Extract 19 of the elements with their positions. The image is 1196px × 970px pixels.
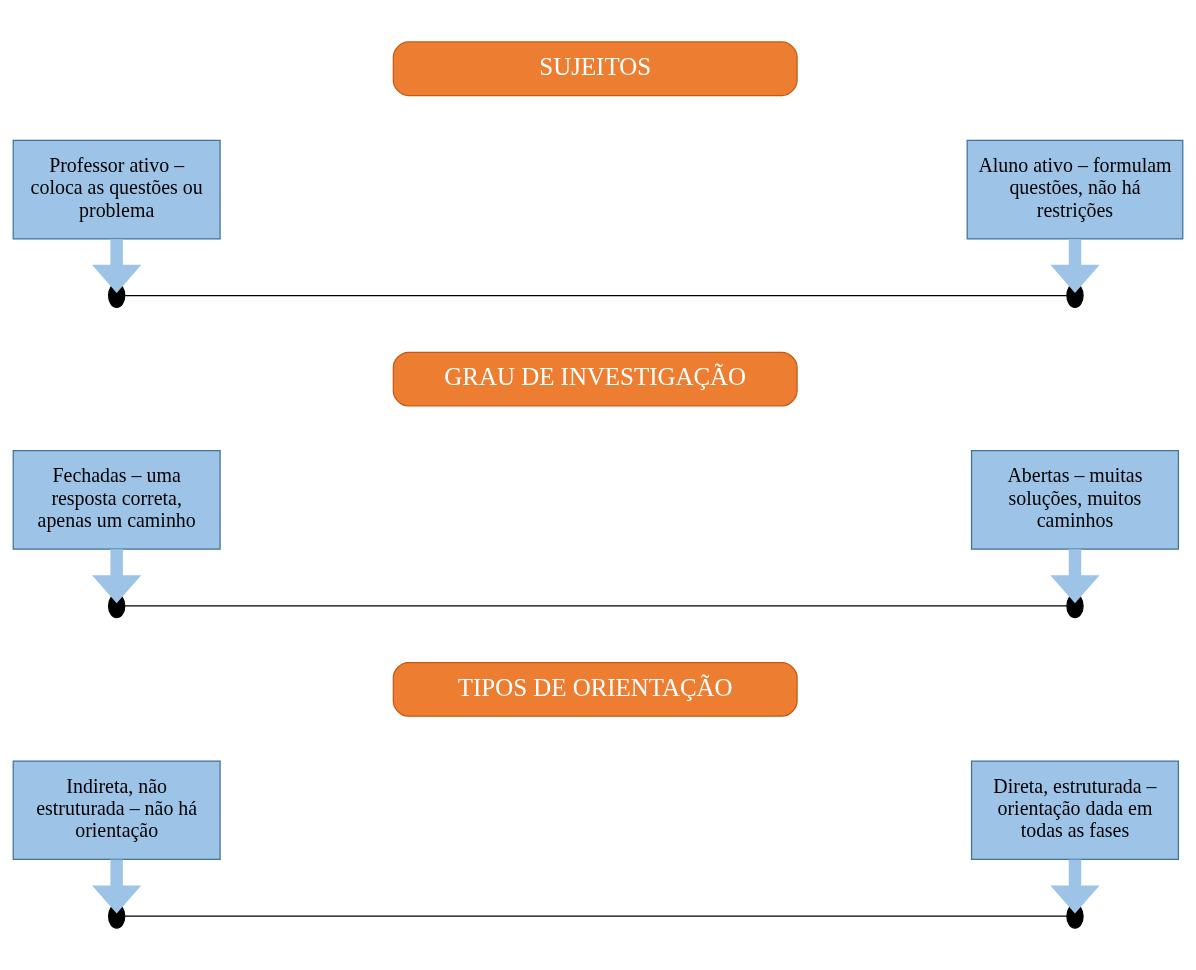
arrow [1050, 239, 1100, 293]
node-box: Aluno ativo – formulam questões, não há restrições [966, 139, 1184, 240]
arrow [1050, 859, 1100, 914]
node-box: Abertas – muitas soluções, muitos caminhos [970, 450, 1180, 550]
connector [124, 605, 1068, 607]
arrow [92, 549, 142, 604]
node-circle [107, 283, 126, 309]
node-box: Direta, estruturada – orientação dada em todas as fases [970, 760, 1180, 861]
node-box: Indireta, não estruturada – não há orientação [12, 760, 221, 861]
node-box: SUJEITOS [392, 41, 798, 97]
node-box: Professor ativo – coloca as questões ou problema [12, 139, 221, 240]
connector [124, 915, 1068, 917]
arrow [1050, 549, 1100, 604]
arrow [92, 859, 142, 914]
node-box: TIPOS DE ORIENTAÇÃO [392, 661, 798, 717]
node-box: GRAU DE INVESTIGAÇÃO [392, 351, 798, 407]
connector [124, 294, 1068, 297]
node-box: Fechadas – uma resposta correta, apenas um caminho [12, 450, 221, 550]
arrow [92, 239, 142, 293]
